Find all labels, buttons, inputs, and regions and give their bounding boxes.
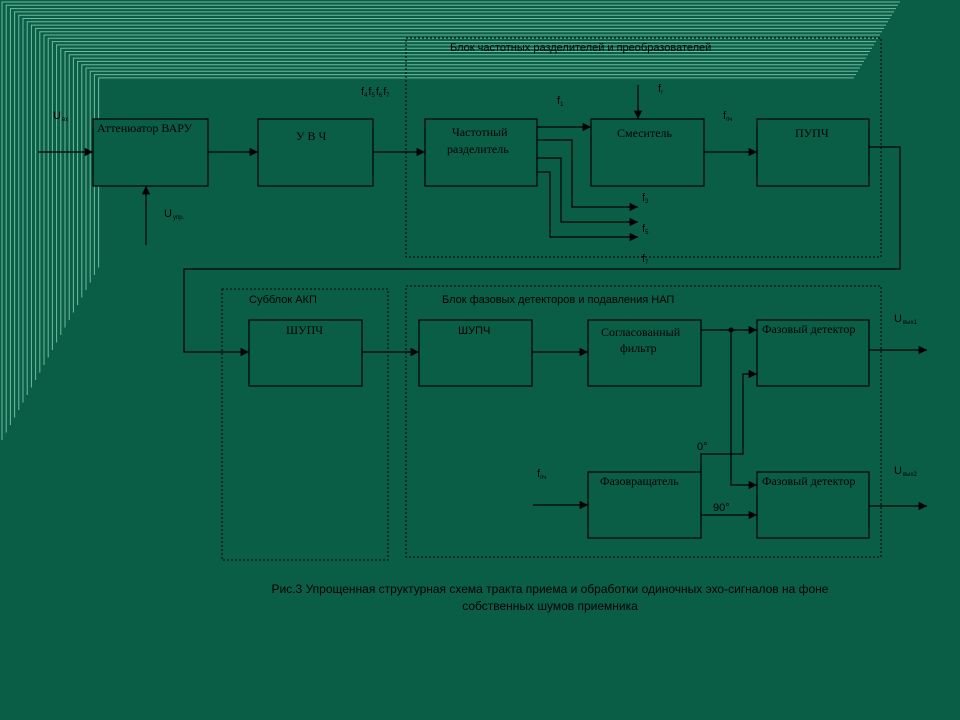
background-line (1, 1, 900, 440)
background-line (14, 11, 894, 418)
pupch-label: ПУПЧ (795, 126, 829, 140)
region-phase-block (405, 285, 882, 558)
background-line (18, 14, 892, 410)
phase-detector-1-label: Фазовый детектор (762, 322, 855, 336)
background-line (47, 37, 878, 358)
u-input-label: Uвх (53, 110, 68, 123)
fpch-top-label: fпч (723, 110, 732, 123)
freq-splitter-label-1: Частотный (452, 125, 508, 139)
phase-detector-1-block (756, 319, 870, 387)
u-out2-label: Uвых2 (894, 465, 917, 478)
background-line (30, 24, 886, 388)
background-line (77, 60, 864, 305)
fg-label: fг (658, 83, 664, 96)
shupch-block (418, 319, 533, 387)
phase-detector-2-label: Фазовый детектор (762, 474, 855, 488)
region-label-freq: Блок частотных разделителей и преобразов… (450, 42, 711, 54)
background-line (60, 47, 872, 335)
u-out1-label: Uвых1 (894, 313, 917, 326)
wire-0deg (700, 369, 757, 472)
caption-line-2: собственных шумов приемника (462, 599, 638, 613)
matched-filter-label-2: фильтр (620, 341, 657, 355)
shupch-akp-block (248, 319, 363, 387)
background-line (39, 31, 882, 373)
f3-label: f3 (642, 192, 649, 205)
u-control-label: Uупр. (164, 208, 185, 221)
f1-label: f1 (557, 95, 564, 108)
wire-pupch-return (183, 146, 901, 357)
background-line (85, 67, 860, 290)
freq-splitter-label-2: разделитель (447, 142, 509, 156)
background-decoration (1, 1, 900, 440)
matched-filter-label-1: Согласованный (601, 325, 681, 339)
wire-f7 (537, 171, 638, 242)
f7-label: f7 (642, 253, 649, 266)
fpch-bottom-label: fпч (537, 468, 546, 481)
background-line (51, 41, 876, 350)
wire-f5 (537, 157, 638, 227)
background-line (72, 57, 866, 313)
background-line (81, 64, 862, 298)
background-line (98, 77, 854, 268)
background-line (68, 54, 868, 320)
shupch-label: ШУПЧ (458, 325, 490, 337)
background-line (35, 27, 884, 380)
mixer-label: Смеситель (617, 126, 673, 140)
background-line (9, 8, 896, 425)
caption-line-1: Рис.3 Упрощенная структурная схема тракт… (272, 582, 829, 596)
f5-label: f5 (642, 223, 649, 236)
wire-junction-pd2 (730, 330, 757, 490)
region-akp-subblock (221, 288, 389, 561)
background-line (93, 74, 856, 275)
background-line (5, 4, 898, 433)
deg-90-label: 90° (713, 502, 730, 514)
matched-filter-block (587, 319, 702, 387)
f-group-label: f4f5f6f7 (361, 86, 390, 99)
wire-junction-dot (728, 327, 734, 333)
region-label-phase: Блок фазовых детекторов и подавления НАП (442, 294, 674, 306)
background-line (22, 18, 890, 403)
background-line (89, 70, 858, 283)
pupch-block (756, 118, 870, 187)
mixer-block (590, 118, 705, 187)
phase-detector-2-block (756, 471, 870, 539)
background-line (43, 34, 880, 365)
background-line (26, 21, 888, 395)
attenuator-label: Аттенюатор ВАРУ (97, 121, 193, 135)
background-line (64, 51, 870, 328)
deg-0-label: 0° (697, 441, 708, 453)
wire-f3 (537, 139, 638, 212)
attenuator-block (92, 118, 209, 187)
shupch-akp-label: ШУПЧ (286, 323, 323, 337)
background-line (56, 44, 874, 343)
region-label-akp: Субблок АКП (249, 294, 317, 306)
phase-shifter-label: Фазовращатель (600, 474, 679, 488)
uvch-label: У В Ч (296, 129, 327, 143)
